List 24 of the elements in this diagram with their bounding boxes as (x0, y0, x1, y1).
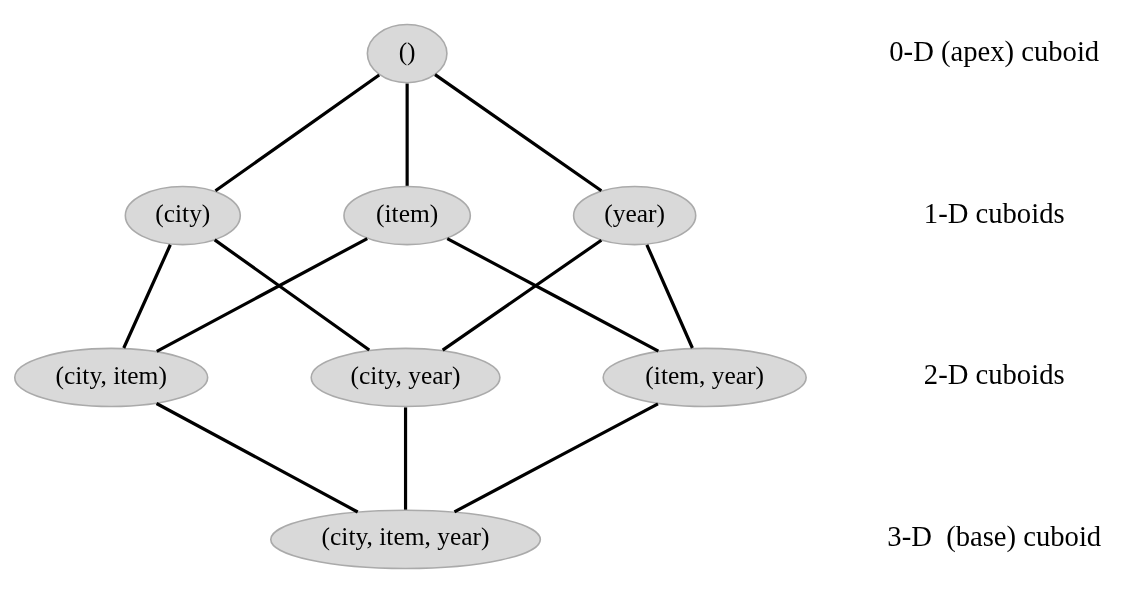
connector (405, 83, 409, 186)
connector (453, 402, 659, 514)
connector (441, 238, 603, 352)
label: 3-D (base) cuboid (887, 520, 1102, 553)
label: 0-D (apex) cuboid (889, 34, 1100, 67)
connector (122, 244, 172, 349)
connector (446, 237, 660, 353)
connector (213, 238, 371, 352)
connector (214, 73, 381, 193)
node-ellipse: (year) (572, 185, 697, 246)
connector (155, 402, 359, 514)
connector (156, 237, 368, 353)
node-ellipse: (city, item) (13, 347, 209, 408)
node-ellipse: (city, year) (310, 347, 501, 408)
node-ellipse: (item, year) (602, 347, 807, 408)
node-ellipse: (item) (343, 185, 472, 246)
node-ellipse: (city, item, year) (269, 509, 542, 570)
label: 1-D cuboids (923, 196, 1065, 229)
node-ellipse: () (366, 23, 448, 84)
connector (403, 407, 408, 510)
label: 2-D cuboids (923, 358, 1065, 391)
node-ellipse: (city) (124, 185, 242, 246)
connector (645, 244, 694, 349)
connector (434, 73, 603, 193)
